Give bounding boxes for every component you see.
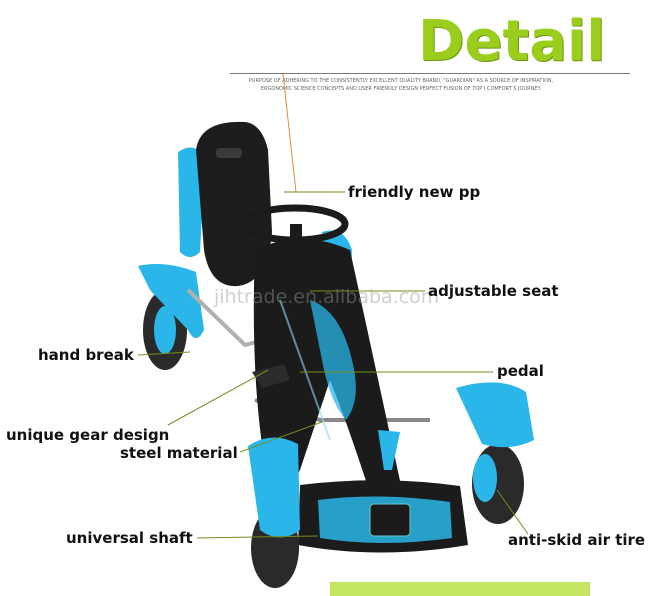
body-decal	[310, 300, 356, 420]
label-anti-skid-air-tire: anti-skid air tire	[508, 531, 646, 549]
label-universal-shaft: universal shaft	[66, 529, 193, 547]
label-unique-gear-design: unique gear design	[6, 426, 170, 444]
rear-left-rim	[154, 306, 176, 354]
leader-anti-skid-air-tire	[496, 489, 529, 535]
watermark: jihtrade.en.alibaba.com	[214, 286, 440, 308]
seat-handle-slot	[216, 148, 242, 158]
pedal-part	[252, 364, 290, 388]
label-pedal: pedal	[497, 362, 544, 380]
label-adjustable-seat: adjustable seat	[428, 282, 559, 300]
body-decal-stripe	[279, 299, 331, 441]
bottom-green-strip	[330, 582, 590, 596]
header-tagline: PURPOSE OF ADHERING TO THE CONSISTENTLY …	[236, 77, 566, 93]
seat	[196, 121, 272, 287]
rear-left-wheel-guard	[138, 264, 204, 338]
leader-lines	[137, 191, 529, 539]
front-badge	[369, 503, 411, 537]
label-friendly-new-pp: friendly new pp	[348, 183, 481, 201]
nose-accent	[378, 430, 400, 470]
label-hand-break: hand break	[38, 346, 134, 364]
tagline-line-2: ERGONOMIC SCIENCE CONCEPTS AND USER FRIE…	[260, 86, 542, 92]
tagline-line-1: PURPOSE OF ADHERING TO THE CONSISTENTLY …	[248, 78, 554, 84]
header-rule	[230, 73, 630, 74]
front-right-fender	[456, 382, 534, 448]
header-pointer-line	[282, 73, 297, 193]
label-steel-material: steel material	[120, 444, 238, 462]
leader-steel-material	[239, 421, 323, 453]
leader-unique-gear-design	[167, 369, 269, 426]
front-right-rim	[473, 454, 497, 502]
leader-hand-break	[137, 351, 191, 356]
detail-title: Detail	[418, 9, 606, 74]
front-left-fender	[248, 437, 300, 538]
leader-universal-shaft	[196, 535, 319, 539]
